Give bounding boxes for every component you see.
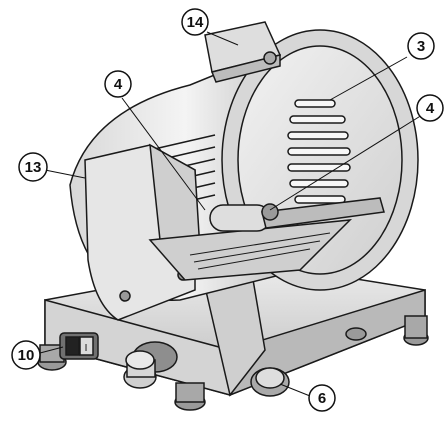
callout-badge: 4 (416, 94, 444, 122)
foot (345, 327, 367, 341)
blade-cover-slots (287, 99, 351, 204)
callout-badge: 6 (308, 384, 336, 412)
foot (175, 382, 205, 403)
callout-badge: 13 (18, 152, 48, 182)
callout-label-6: 6 (318, 390, 326, 407)
callout-label-10: 10 (18, 347, 35, 364)
svg-text:I: I (85, 343, 88, 354)
product-pusher (84, 143, 201, 321)
power-switch-icon: I (59, 332, 99, 360)
sharpener (204, 21, 282, 83)
callout-badge: 3 (407, 32, 435, 60)
knob-icon (123, 341, 178, 389)
callout-label-13: 13 (25, 159, 42, 176)
knob-icon (250, 367, 290, 397)
callout-label-4b: 4 (426, 100, 435, 117)
callout-label-14: 14 (187, 14, 204, 31)
product-holder-arm (209, 197, 385, 232)
callout-badge: 4 (104, 70, 132, 98)
callout-leaders (39, 31, 423, 397)
callout-label-3: 3 (417, 38, 425, 55)
callout-label-4: 4 (114, 76, 123, 93)
callout-badge: 14 (181, 8, 209, 36)
callout-badge: 10 (11, 340, 41, 370)
foot (404, 315, 428, 339)
carriage-plate (148, 219, 353, 281)
